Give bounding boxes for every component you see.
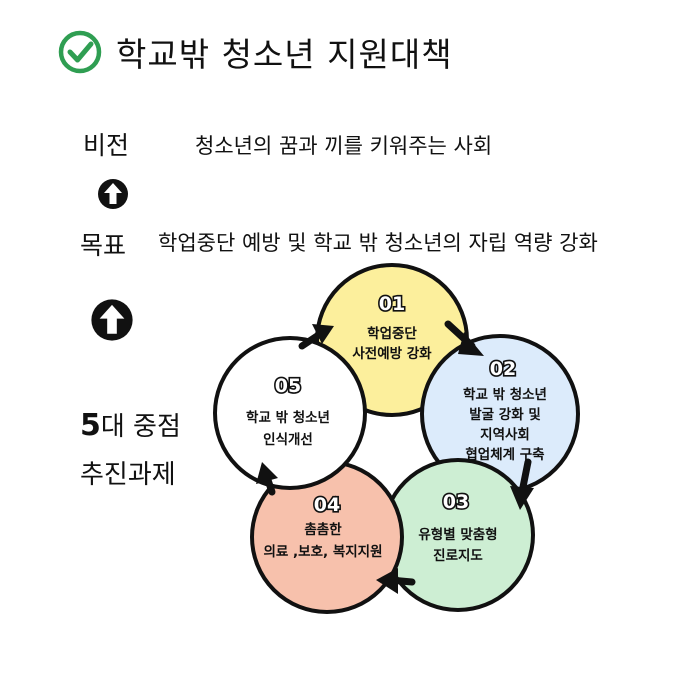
cycle-arrow-04-to-05: [256, 462, 278, 496]
circle-02-line3: 지역사회: [480, 426, 530, 443]
tasks-label-number: 5: [80, 408, 101, 443]
circle-04-line1: 촘촘한: [304, 522, 342, 538]
cycle-arrow-05-to-01: [298, 324, 334, 350]
up-arrow-icon: [98, 179, 128, 209]
circle-05-shape: [213, 336, 367, 490]
up-arrow-icon: [91, 299, 133, 341]
circle-04-line2: 의료 ,보호, 복지지원: [263, 543, 382, 560]
vision-label: 비전: [83, 131, 130, 160]
circle-02-line2: 발굴 강화 및: [469, 406, 541, 423]
circle-03-line1: 유형별 맞춤형: [418, 526, 497, 543]
tasks-label-line2: 추진과제: [80, 460, 176, 490]
page-title-row: 학교밖 청소년 지원대책: [58, 28, 453, 76]
circle-02-number: 02: [490, 358, 516, 380]
tasks-label: 5대 중점 추진과제: [80, 402, 181, 499]
vision-text: 청소년의 꿈과 끼를 키워주는 사회: [195, 134, 493, 158]
tasks-label-line1: 5대 중점: [80, 402, 181, 451]
circle-01-line1: 학업중단: [367, 325, 417, 342]
circle-05-number: 05: [275, 375, 301, 397]
page-title: 학교밖 청소년 지원대책: [116, 35, 453, 74]
task-circle-05: 05 학교 밖 청소년 인식개선: [213, 336, 367, 490]
check-circle-icon: [58, 30, 102, 74]
cycle-arrow-03-to-04: [376, 568, 416, 594]
circle-04-number: 04: [314, 494, 340, 516]
cycle-arrow-02-to-03: [510, 458, 534, 510]
goal-text: 학업중단 예방 및 학교 밖 청소년의 자립 역량 강화: [158, 231, 598, 255]
task-circle-02: 02 학교 밖 청소년 발굴 강화 및 지역사회 협업체계 구축: [420, 334, 580, 494]
task-circle-03: 03 유형별 맞춤형 진로지도: [381, 458, 535, 612]
circle-01-number: 01: [379, 293, 405, 315]
cycle-arrow-01-to-02: [444, 320, 484, 356]
circle-03-line2: 진로지도: [433, 547, 483, 564]
goal-label: 목표: [80, 231, 127, 260]
circle-01-line2: 사전예방 강화: [352, 345, 432, 362]
circle-02-line1: 학교 밖 청소년: [463, 387, 547, 403]
tasks-label-rest: 대 중점: [100, 412, 181, 442]
circle-05-line2: 인식개선: [263, 431, 313, 448]
circle-02-line4: 협업체계 구축: [465, 447, 544, 463]
circle-03-number: 03: [443, 491, 469, 513]
circle-05-line1: 학교 밖 청소년: [246, 410, 330, 426]
